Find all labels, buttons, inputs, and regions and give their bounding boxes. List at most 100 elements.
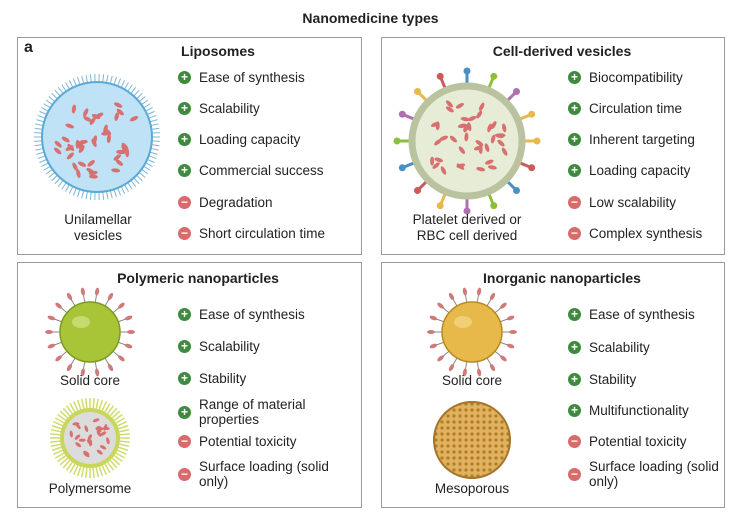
panel-title-cell-derived: Cell-derived vesicles	[492, 43, 632, 59]
list-item-text: Potential toxicity	[199, 434, 297, 449]
ligand-head	[55, 355, 62, 362]
liposome-core	[41, 81, 153, 193]
cargo-molecule	[72, 422, 80, 426]
lipid-tail	[109, 190, 113, 199]
ligand-stem	[112, 350, 120, 357]
ligand-stem	[54, 318, 62, 323]
lipid-tail	[92, 467, 95, 478]
ligand-stem	[94, 361, 98, 370]
lipid-bilayer	[34, 74, 160, 200]
lipid-tail	[45, 168, 53, 175]
lipid-tail	[133, 89, 140, 97]
lipid-tail	[80, 398, 85, 409]
lipid-tail	[51, 424, 62, 430]
list-item-text: Stability	[589, 372, 637, 387]
list-item: −Complex synthesis	[568, 226, 738, 241]
cargo-molecule	[96, 449, 103, 455]
cargo-molecule	[467, 122, 472, 132]
lipid-tail	[117, 78, 122, 87]
cargo-molecule	[490, 134, 496, 144]
ligand-stem	[70, 357, 76, 366]
list-item-text: Scalability	[589, 340, 650, 355]
ligand-head	[489, 363, 496, 372]
cargo-molecule	[497, 139, 505, 147]
plus-icon: +	[178, 340, 191, 353]
cargo-molecule	[99, 445, 107, 450]
ligand-stem	[104, 357, 110, 366]
caption-poly-solid: Solid core	[59, 373, 121, 388]
lipid-tail	[65, 82, 70, 90]
ligand-stem	[500, 341, 508, 346]
lipid-tail	[61, 182, 67, 190]
lipid-tail	[104, 463, 111, 474]
cargo-molecule	[83, 452, 90, 458]
polymersome-illustration	[50, 398, 130, 478]
lipid-tail	[77, 189, 81, 198]
lipid-tail	[53, 449, 63, 455]
lipid-tail	[39, 158, 47, 164]
lipid-tail	[115, 417, 126, 424]
list-item: +Ease of synthesis	[568, 307, 738, 322]
list-item: +Inherent targeting	[568, 132, 738, 147]
ligand-head	[506, 343, 515, 349]
cargo-molecule	[473, 145, 483, 151]
lipid-tail	[147, 110, 155, 116]
lipid-tail	[136, 92, 143, 100]
lipid-tail	[54, 177, 61, 185]
lipid-tail	[39, 110, 47, 116]
caption-mesoporous: Mesoporous	[434, 481, 510, 496]
receptor-head	[436, 72, 444, 80]
list-item: +Multifunctionality	[568, 403, 738, 418]
lipid-tail	[57, 413, 67, 421]
lipid-tail	[37, 155, 46, 160]
lipid-tail	[65, 184, 70, 192]
cargo-molecule	[103, 128, 112, 136]
list-item-text: Ease of synthesis	[199, 307, 305, 322]
surface-ligands	[45, 287, 135, 377]
cargo-molecule	[464, 132, 469, 142]
cargo-molecule	[460, 117, 470, 122]
lipid-tail	[133, 177, 140, 185]
plus-icon: +	[568, 341, 581, 354]
minus-icon: −	[178, 467, 191, 481]
lipid-tail	[85, 191, 88, 200]
plus-icon: +	[568, 404, 581, 417]
list-item: +Scalability	[178, 101, 348, 116]
caption-polymersome: Polymersome	[48, 481, 132, 496]
lipid-tail	[117, 449, 127, 455]
minus-icon: −	[568, 435, 581, 448]
core-highlight	[454, 316, 472, 328]
cargo-molecule	[76, 169, 81, 179]
ligand-head	[437, 302, 444, 309]
cargo-molecule	[88, 170, 98, 175]
lipid-tail	[34, 127, 43, 130]
ligand-head	[462, 368, 467, 377]
ligand-stem	[486, 357, 492, 366]
cargo-molecule	[445, 106, 454, 113]
panel-liposomes: a Liposomes Unilamellar vesicles +Ease o…	[17, 37, 362, 255]
cargo-molecule	[54, 147, 62, 155]
cargo-molecule	[490, 121, 497, 130]
ligand-head	[95, 368, 100, 377]
lipid-tail	[89, 191, 92, 200]
cargo-molecule	[71, 104, 76, 114]
lipid-tail	[59, 410, 69, 419]
plus-icon: +	[178, 133, 191, 146]
cargo-molecules	[54, 102, 139, 179]
lipid-tail	[109, 407, 118, 417]
cargo-molecule	[485, 159, 494, 165]
ligand-head	[55, 302, 62, 309]
cargo-molecule	[72, 162, 78, 171]
lipid-tail	[109, 75, 113, 84]
lipid-tail	[43, 103, 51, 109]
lipid-tail	[124, 82, 129, 90]
cargo-molecule	[476, 167, 486, 172]
lipid-tail	[65, 461, 73, 471]
cargo-molecule	[449, 135, 458, 143]
lipid-tail	[101, 401, 107, 411]
core-highlight	[72, 316, 90, 328]
surface-ligands	[427, 287, 517, 377]
receptor-head	[512, 186, 520, 194]
cargo-molecule	[484, 143, 490, 153]
cargo-molecule	[92, 418, 100, 423]
